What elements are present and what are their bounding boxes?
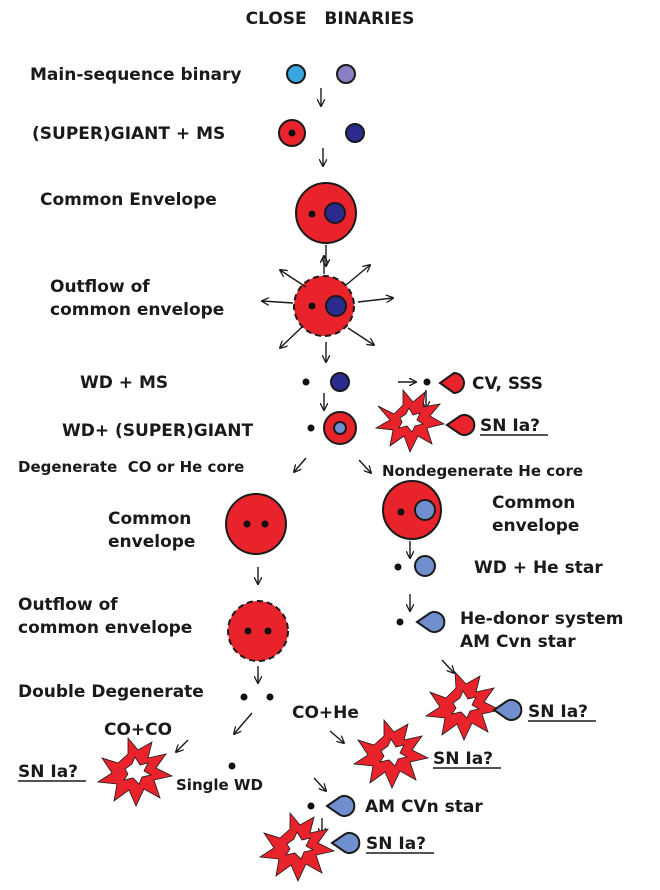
co-co-label: CO+CO (104, 720, 172, 740)
supergiant-ms-label: (SUPER)GIANT + MS (32, 124, 225, 144)
right-common-envelope-circle (382, 480, 442, 540)
white-dwarf-dot-icon (243, 520, 251, 528)
supernova-core (285, 831, 315, 860)
sn-label-5: SN Ia? (366, 834, 426, 854)
ms-star-lavender (336, 64, 356, 84)
outflow-label-line2: common envelope (50, 300, 224, 320)
ce-right-label-line1: Common (492, 493, 575, 513)
ms-companion-dark-blue (330, 372, 350, 392)
arrow-icon (358, 459, 371, 473)
ce-left-label-line2: envelope (108, 532, 195, 552)
arrow-icon (234, 712, 253, 734)
white-dwarf-dot-icon (244, 627, 252, 635)
white-dwarf-dot-icon (423, 378, 431, 386)
supernova-core (451, 690, 481, 719)
white-dwarf-dot-icon (266, 693, 274, 701)
diagram-title: CLOSE BINARIES (246, 9, 415, 29)
main-sequence-label: Main-sequence binary (30, 65, 242, 85)
left-common-envelope-circle (225, 493, 287, 555)
outflow-label-line1: Outflow of (50, 277, 150, 297)
am-cvn-drop (325, 795, 356, 817)
supernova-core (379, 738, 409, 767)
supergiant-core (333, 421, 347, 435)
sn-label-1: SN Ia? (480, 416, 540, 436)
he-star (414, 555, 436, 577)
white-dwarf-dot-icon (264, 627, 272, 635)
arrow-icon (347, 327, 374, 345)
white-dwarf-dot-icon (308, 302, 316, 310)
arrow-icon (441, 659, 454, 673)
white-dwarf-dot-icon (394, 563, 402, 571)
wd-supergiant-label: WD+ (SUPER)GIANT (62, 421, 253, 441)
arrow-icon (313, 777, 326, 791)
inner-dark-blue-star (325, 295, 347, 317)
sn-donor-drop-red (445, 414, 476, 436)
white-dwarf-dot-icon (307, 802, 315, 810)
he-donor-label-line1: He-donor system (460, 609, 623, 629)
white-dwarf-dot-icon (302, 378, 310, 386)
white-dwarf-dot-icon (228, 762, 236, 770)
white-dwarf-dot-icon (240, 693, 248, 701)
co-he-label: CO+He (292, 703, 359, 723)
wd-he-star-label: WD + He star (474, 558, 603, 578)
degenerate-core-label: Degenerate CO or He core (18, 458, 244, 476)
arrow-icon (294, 457, 307, 472)
ce-left-label-line1: Common (108, 509, 191, 529)
arrow-icon (280, 270, 307, 288)
am-cvn-label: AM CVn star (365, 797, 483, 817)
ce-right-label-line2: envelope (492, 516, 579, 536)
white-dwarf-dot-icon (396, 618, 404, 626)
supernova-core (123, 756, 153, 785)
arrow-icon (280, 326, 303, 348)
nondegenerate-core-label: Nondegenerate He core (382, 462, 583, 480)
outflow2-envelope-circle (227, 600, 289, 662)
white-dwarf-dot-icon (308, 210, 316, 218)
inner-dark-blue-star (324, 202, 346, 224)
he-donor-drop (415, 611, 446, 633)
sn-label-2: SN Ia? (528, 702, 588, 722)
arrow-icon (262, 301, 294, 303)
wd-ms-label: WD + MS (80, 373, 168, 393)
outflow2-label-line2: common envelope (18, 618, 192, 638)
common-envelope-label: Common Envelope (40, 190, 217, 210)
arrow-icon (329, 730, 344, 743)
cv-accretor-drop-red (438, 371, 465, 395)
double-degenerate-label: Double Degenerate (18, 682, 204, 702)
arrow-icon (345, 265, 370, 286)
ms-companion-dark-blue (345, 123, 365, 143)
sn-label-4: SN Ia? (18, 762, 78, 782)
sn-label-3: SN Ia? (433, 749, 493, 769)
sn-donor-drop-blue (492, 699, 523, 721)
ms-star-light-blue (286, 64, 306, 84)
he-donor-label-line2: AM Cvn star (460, 632, 576, 652)
single-wd-label: Single WD (176, 776, 263, 794)
arrow-icon (176, 739, 189, 752)
cv-sss-label: CV, SSS (472, 374, 543, 394)
white-dwarf-dot-icon (288, 129, 296, 137)
outflow2-label-line1: Outflow of (18, 595, 118, 615)
white-dwarf-dot-icon (397, 508, 405, 516)
outflow-envelope-circle (293, 275, 355, 337)
sn-donor-drop-blue (330, 832, 361, 854)
white-dwarf-dot-icon (307, 424, 315, 432)
white-dwarf-dot-icon (261, 520, 269, 528)
arrow-icon (357, 298, 393, 302)
supernova-core (398, 407, 424, 433)
inner-he-star (414, 499, 436, 521)
